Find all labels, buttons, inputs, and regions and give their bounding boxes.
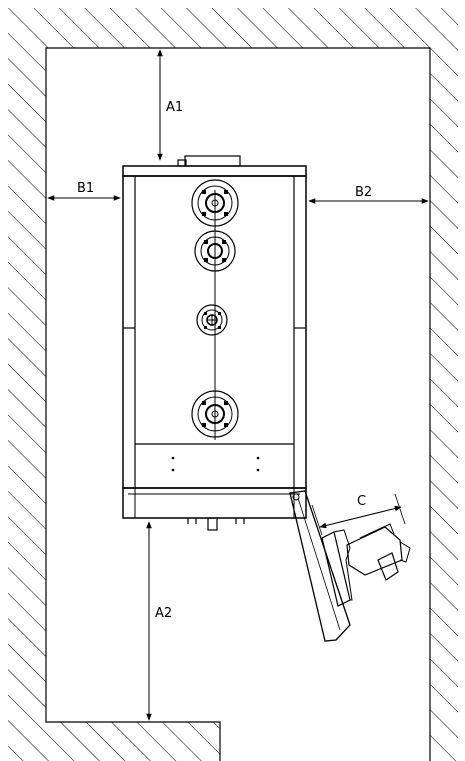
- dimension-a2-label: A2: [155, 606, 172, 621]
- dimension-c-label: C: [357, 494, 366, 509]
- control-panel-dots: [171, 456, 260, 472]
- fitting-3: [196, 304, 228, 336]
- wall-hatch: [8, 8, 458, 761]
- fitting-1: [191, 179, 239, 227]
- dimension-c: [311, 493, 406, 536]
- dimension-c-line: [319, 505, 402, 529]
- fitting-2: [194, 230, 236, 272]
- dimension-a1-label: A1: [166, 100, 183, 115]
- swing-out-panel: [289, 490, 411, 642]
- dimension-b2-label: B2: [355, 185, 372, 200]
- boiler-base: [122, 487, 307, 531]
- dimension-b1-label: B1: [77, 181, 94, 196]
- top-flue-connector: [184, 155, 241, 167]
- fitting-4: [191, 390, 239, 438]
- wall-inner-outline: [45, 47, 431, 761]
